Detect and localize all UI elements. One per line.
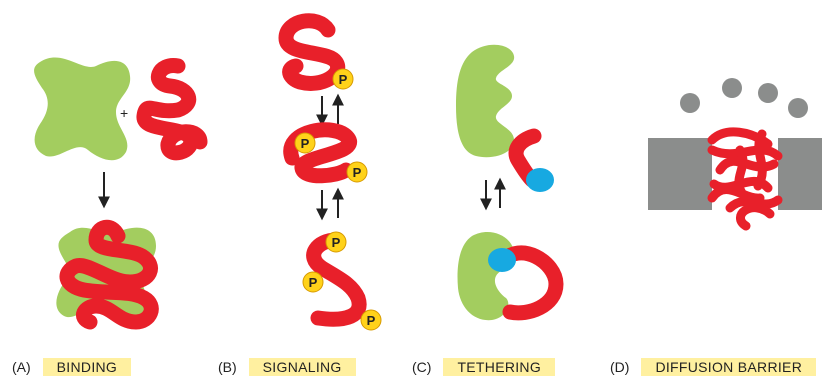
- panel-label: TETHERING: [443, 358, 556, 376]
- panel-label: DIFFUSION BARRIER: [641, 358, 817, 376]
- panel-label: SIGNALING: [248, 358, 356, 376]
- phosphate-top: P: [332, 68, 354, 90]
- particle-1: [680, 93, 700, 113]
- panel-label: BINDING: [42, 358, 132, 376]
- phosphate-bottom-right: P: [360, 309, 382, 331]
- phosphate-label: P: [339, 72, 348, 87]
- particle-4: [788, 98, 808, 118]
- bound-complex-chain: [59, 219, 159, 330]
- plus-sign: +: [120, 105, 128, 121]
- panel-letter: (C): [412, 359, 432, 375]
- phosphate-label: P: [301, 136, 310, 151]
- ligand-top: [526, 168, 554, 192]
- phosphate-label: P: [332, 235, 341, 250]
- caption-signaling: (B) SIGNALING: [218, 356, 356, 378]
- panel-tethering: [456, 44, 564, 321]
- phosphate-label: P: [353, 165, 362, 180]
- phosphate-bottom-top: P: [325, 231, 347, 253]
- panel-diffusion-barrier: [648, 78, 822, 231]
- particle-2: [722, 78, 742, 98]
- panel-letter: (B): [218, 359, 237, 375]
- folded-protein-shape: [34, 57, 131, 161]
- phosphate-label: P: [367, 313, 376, 328]
- phosphate-mid-left: P: [294, 132, 316, 154]
- barrier-mesh-chains: [707, 127, 783, 231]
- ligand-bottom: [488, 248, 516, 272]
- phosphate-label: P: [309, 275, 318, 290]
- signaling-chain-bottom: [306, 232, 367, 327]
- panel-letter: (A): [12, 359, 31, 375]
- signaling-chain-top: [278, 13, 346, 91]
- panel-signaling: P P P P P P: [278, 13, 382, 331]
- caption-tethering: (C) TETHERING: [412, 356, 556, 378]
- tether-folded-shape-top: [456, 44, 515, 158]
- caption-diffusion-barrier: (D) DIFFUSION BARRIER: [610, 356, 817, 378]
- tether-chain-bottom: [494, 245, 564, 321]
- panel-binding: +: [34, 57, 208, 330]
- membrane-block-right: [778, 138, 822, 210]
- unfolded-protein-chain: [136, 58, 208, 161]
- panel-letter: (D): [610, 359, 630, 375]
- particle-3: [758, 83, 778, 103]
- caption-binding: (A) BINDING: [12, 356, 132, 378]
- phosphate-bottom-left: P: [302, 271, 324, 293]
- membrane-block-left: [648, 138, 712, 210]
- phosphate-mid-right: P: [346, 161, 368, 183]
